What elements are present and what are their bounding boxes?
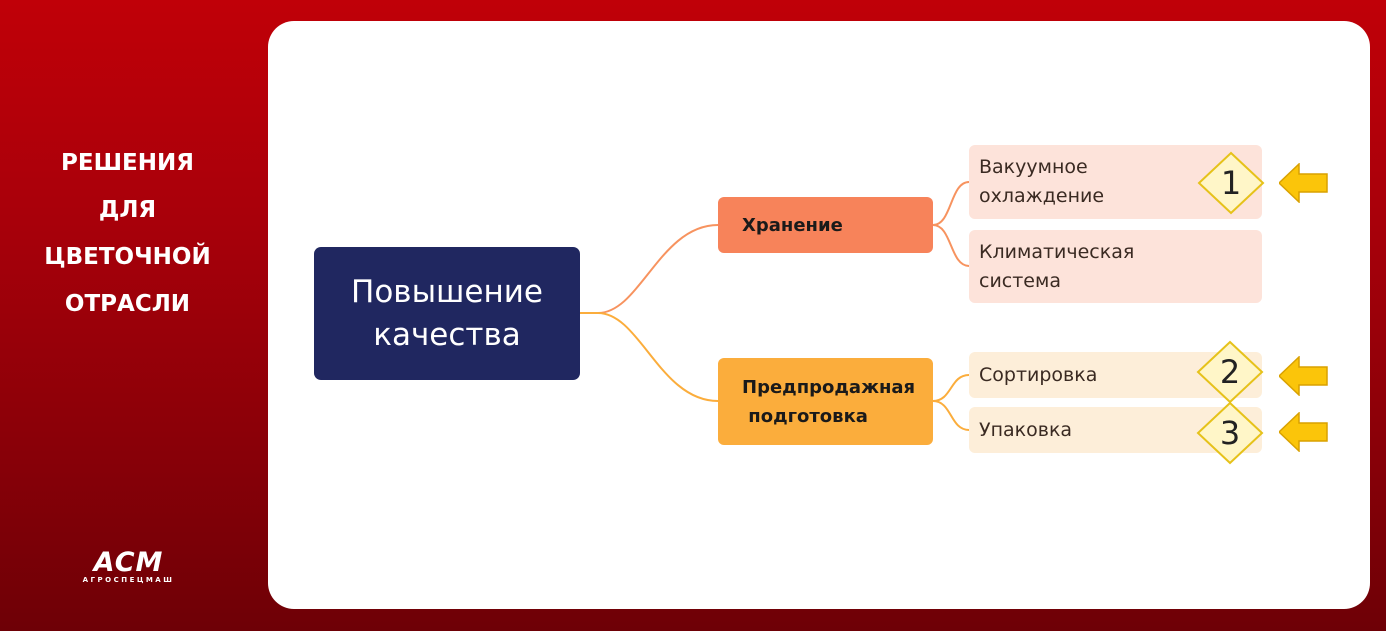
title-line-2: ДЛЯ [98, 197, 157, 223]
leaf-vacuum-line-1: Вакуумное [979, 156, 1088, 178]
badge-1-number: 1 [1220, 164, 1242, 202]
connector-root-storage [580, 224, 719, 314]
badge-2-number: 2 [1219, 353, 1241, 391]
leaf-climate-line-2: система [979, 269, 1061, 292]
root-node: Повышение качества [314, 247, 580, 380]
leaf-packaging-label: Упаковка [979, 418, 1073, 441]
logo-subtitle: АГРОСПЕЦМАШ [82, 576, 175, 584]
branch-presale-line-2: подготовка [742, 405, 868, 427]
badge-2: 2 [1196, 340, 1264, 404]
badge-3: 3 [1196, 401, 1264, 465]
branch-storage: Хранение [718, 197, 933, 253]
connector-storage-vacuum [932, 181, 970, 226]
root-label-line-1: Повышение [351, 273, 543, 310]
connector-presale-sort [932, 374, 970, 402]
leaf-climate-line-1: Климатическая [979, 240, 1135, 263]
arrow-left-icon [1279, 163, 1328, 203]
title-line-1: РЕШЕНИЯ [61, 150, 194, 176]
leaf-climate-system: Климатическая система [969, 230, 1262, 303]
root-label-line-2: качества [373, 316, 521, 353]
leaf-vacuum-cooling: Вакуумное охлаждение [969, 145, 1262, 219]
company-logo: ACM АГРОСПЕЦМАШ [76, 548, 181, 588]
sidebar-title: РЕШЕНИЯ ДЛЯ ЦВЕТОЧНОЙ ОТРАСЛИ [20, 140, 235, 328]
arrow-left-icon [1279, 356, 1328, 396]
branch-presale: Предпродажная подготовка [718, 358, 933, 445]
badge-3-number: 3 [1219, 414, 1241, 452]
title-line-4: ОТРАСЛИ [64, 291, 191, 317]
connector-root-presale [580, 312, 719, 402]
connector-storage-climate [932, 224, 970, 267]
badge-1: 1 [1197, 151, 1265, 215]
diamond-icon [1197, 151, 1265, 215]
leaf-sorting-label: Сортировка [979, 363, 1098, 386]
branch-presale-line-1: Предпродажная [742, 376, 916, 398]
logo-mark: ACM [93, 547, 164, 578]
arrow-left-icon [1279, 412, 1328, 452]
diamond-icon [1196, 401, 1264, 465]
leaf-vacuum-line-2: охлаждение [979, 185, 1105, 207]
connector-presale-pack [932, 400, 970, 431]
branch-storage-label: Хранение [742, 214, 843, 236]
title-line-3: ЦВЕТОЧНОЙ [44, 244, 211, 270]
